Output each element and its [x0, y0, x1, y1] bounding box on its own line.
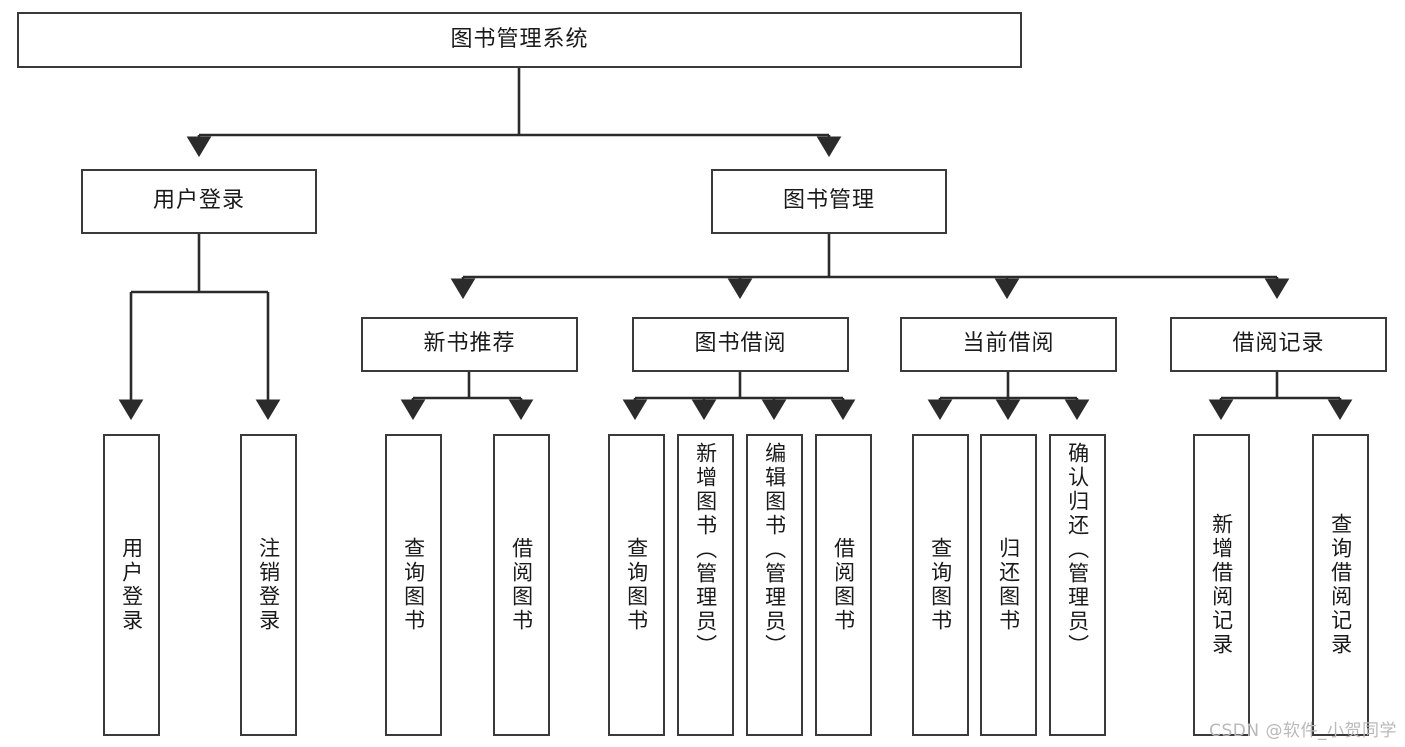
leaf-current-return-book[interactable]: 归还图书 — [980, 434, 1037, 736]
leaf-borrow-add-book-admin[interactable]: 新增图书（管理员） — [677, 434, 734, 736]
node-label: 查询图书 — [401, 537, 426, 633]
node-label: 注销登录 — [256, 537, 281, 633]
node-current-borrow[interactable]: 当前借阅 — [900, 317, 1117, 372]
leaf-new-book-borrow[interactable]: 借阅图书 — [493, 434, 550, 736]
node-label: 新书推荐 — [423, 331, 516, 357]
node-book-borrow[interactable]: 图书借阅 — [632, 317, 849, 372]
node-label: 编辑图书（管理员） — [762, 442, 787, 658]
node-label: 当前借阅 — [962, 331, 1055, 357]
node-user-login[interactable]: 用户登录 — [81, 169, 317, 234]
node-book-management[interactable]: 图书管理 — [711, 169, 947, 234]
leaf-user-login-logout[interactable]: 注销登录 — [240, 434, 297, 736]
leaf-new-book-query[interactable]: 查询图书 — [385, 434, 442, 736]
node-label: 用户登录 — [119, 537, 144, 633]
leaf-borrow-borrow-book[interactable]: 借阅图书 — [815, 434, 872, 736]
node-label: 确认归还（管理员） — [1065, 442, 1090, 658]
node-label: 图书管理系统 — [450, 26, 589, 52]
leaf-borrow-edit-book-admin[interactable]: 编辑图书（管理员） — [746, 434, 803, 736]
node-label: 图书借阅 — [694, 331, 787, 357]
leaf-current-confirm-return-admin[interactable]: 确认归还（管理员） — [1049, 434, 1106, 736]
leaf-record-query-record[interactable]: 查询借阅记录 — [1312, 434, 1369, 736]
leaf-borrow-query-book[interactable]: 查询图书 — [608, 434, 665, 736]
node-borrow-record[interactable]: 借阅记录 — [1170, 317, 1387, 372]
node-label: 图书管理 — [782, 188, 875, 214]
node-label: 查询图书 — [624, 537, 649, 633]
leaf-user-login-login[interactable]: 用户登录 — [103, 434, 160, 736]
node-label: 借阅记录 — [1232, 331, 1325, 357]
watermark-text: CSDN @软件_小贺同学 — [1209, 721, 1397, 741]
node-root-system[interactable]: 图书管理系统 — [17, 12, 1022, 68]
node-label: 借阅图书 — [509, 537, 534, 633]
node-new-book-recommend[interactable]: 新书推荐 — [361, 317, 578, 372]
node-label: 查询图书 — [928, 537, 953, 633]
leaf-record-add-record[interactable]: 新增借阅记录 — [1193, 434, 1250, 736]
node-label: 用户登录 — [152, 188, 245, 214]
node-label: 新增借阅记录 — [1209, 513, 1234, 657]
node-label: 归还图书 — [996, 537, 1021, 633]
node-label: 借阅图书 — [831, 537, 856, 633]
leaf-current-query-book[interactable]: 查询图书 — [912, 434, 969, 736]
node-label: 查询借阅记录 — [1328, 513, 1353, 657]
node-label: 新增图书（管理员） — [693, 442, 718, 658]
